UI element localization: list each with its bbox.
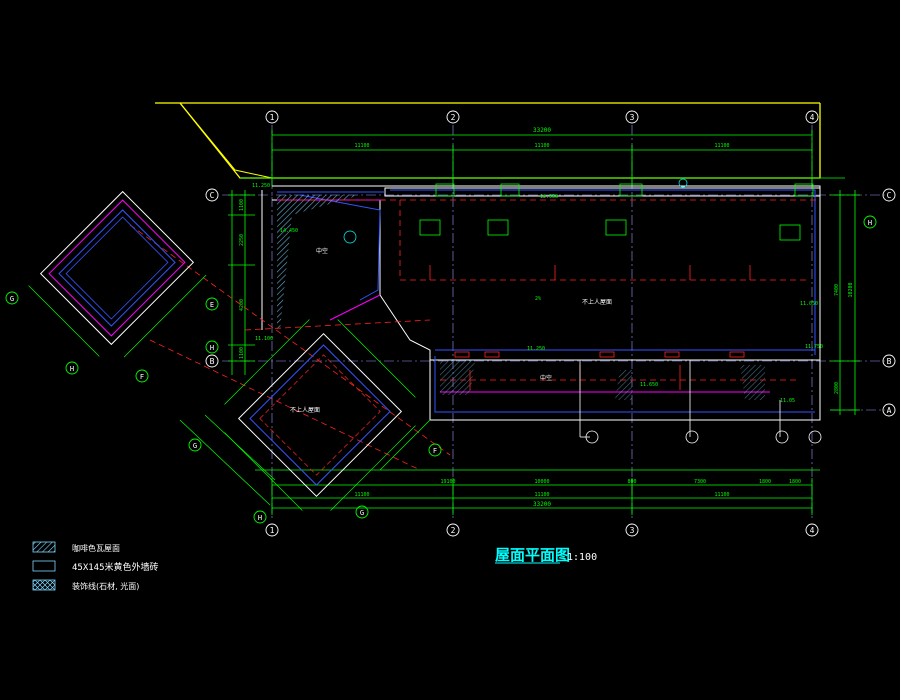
drain-symbols [343,178,688,244]
building-walls [261,185,821,421]
axis-row-b-right: B [887,357,892,366]
right-part-1: 7400 [834,284,840,296]
elev-label-6: 11.750 [805,344,823,350]
legend-swatch-roof-tile [32,541,56,553]
slope-arrows [429,265,751,390]
left-part-1: 1100 [239,199,245,211]
axis-rot-label-3: F [140,373,144,381]
room-label-void-1: 中空 [316,247,328,255]
right-dimension-chain [830,190,860,415]
room-label-void-2: 中空 [540,374,552,382]
bottom-span-3: 11100 [714,492,729,498]
legend-text-wall-tile: 45X145米黄色外墙砖 [72,561,159,573]
slope-label: 2% [535,296,541,302]
axis-bubbles [205,110,896,537]
axis-col-1-bottom: 1 [270,526,275,535]
bottom-detail-5: 1800 [759,479,771,485]
elev-label-3: 14.450 [280,228,298,234]
drawing-title: 屋面平面图 [495,546,570,564]
bottom-detail-6: 1800 [789,479,801,485]
axis-rot-label-8: G [193,442,197,450]
legend-text-stone-trim: 装饰线(石材, 光面) [72,581,139,591]
legend-swatch-wall-tile [32,560,56,572]
bottom-detail-4: 7300 [694,479,706,485]
axis-row-b-left: B [210,357,215,366]
axis-col-3-top: 3 [630,113,635,122]
room-label-lower-roof: 不上人屋面 [290,406,320,414]
axis-rot-label-10: H [868,219,872,227]
elev-label-7: 11.650 [640,382,658,388]
axis-col-1-top: 1 [270,113,275,122]
axis-rot-label-7: G [360,509,364,517]
axis-row-a-right: A [887,406,892,415]
gutter-accent [277,199,770,393]
elev-label-4: 11.100 [255,336,273,342]
bottom-detail-2: 10000 [534,479,549,485]
bottom-span-2: 11100 [534,492,549,498]
axis-col-4-bottom: 4 [810,526,815,535]
top-span-3: 11100 [714,143,729,149]
slope-lines [129,199,820,471]
axis-col-2-bottom: 2 [451,526,456,535]
bottom-dimension-chain [255,469,820,515]
pyramid-roof [28,190,207,358]
axis-rot-label-2: H [70,365,74,373]
elev-label-8: 11.250 [527,346,545,352]
left-part-4: 1100 [239,347,245,359]
elev-label-1: 11.250 [252,183,270,189]
axis-rot-label-9: F [433,447,437,455]
left-part-3: 4200 [239,299,245,311]
axis-rot-label-5: H [210,344,214,352]
axis-row-c-right: C [887,191,892,200]
rotated-wing [224,319,416,511]
axis-rot-label-1: G [10,295,14,303]
elev-label-9: 11.05 [780,398,795,404]
left-dimension-chain [228,190,255,375]
rotated-axis-bubbles [5,215,877,524]
parapet-lines [277,189,816,413]
elev-label-5: 11.050 [800,301,818,307]
axis-col-3-bottom: 3 [630,526,635,535]
detail-callouts [579,360,822,444]
bottom-total-dim: 33200 [533,501,551,508]
legend [32,541,56,591]
top-dimension-chain [240,130,845,186]
roof-tile-hatch [277,195,765,400]
drawing-scale: 1:100 [567,552,597,563]
legend-text-roof-tile: 咖啡色瓦屋面 [72,543,120,553]
grid-axis-lines [222,125,885,520]
bottom-detail-3: 800 [627,479,636,485]
top-total-dim: 33200 [533,127,551,134]
roof-edge-outline [155,102,821,179]
axis-rot-label-6: H [258,514,262,522]
right-total-dim: 10200 [848,282,854,297]
elev-label-2: 12.950 [540,194,558,200]
left-part-2: 2250 [239,234,245,246]
right-part-2: 2800 [834,382,840,394]
bottom-span-1: 11100 [354,492,369,498]
legend-swatch-stone-trim [32,579,56,591]
roof-drains [419,183,814,241]
axis-rot-label-4: E [210,301,214,309]
top-span-2: 11100 [534,143,549,149]
room-label-upper-roof: 不上人屋面 [582,298,612,306]
axis-col-4-top: 4 [810,113,815,122]
axis-row-c-left: C [210,191,215,200]
axis-col-2-top: 2 [451,113,456,122]
lower-wing-beams [454,351,745,358]
rotated-wing-dimension-ticks [179,414,431,506]
bottom-detail-1: 19100 [440,479,455,485]
top-span-1: 11100 [354,143,369,149]
